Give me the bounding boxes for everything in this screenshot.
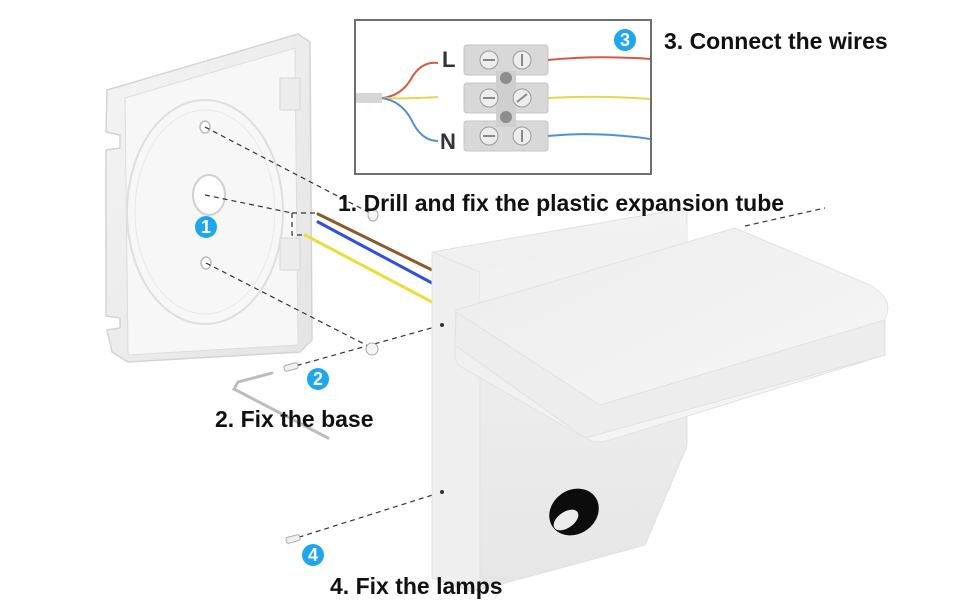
allen-key (231, 371, 330, 440)
wiring-inset: L N 3 (354, 19, 652, 175)
step-2-label: 2. Fix the base (215, 406, 374, 432)
step-1-label: 1. Drill and fix the plastic expansion t… (338, 190, 785, 216)
step-1-badge: 1 (195, 216, 217, 238)
live-terminal-label: L (442, 47, 456, 72)
step-2-badge: 2 (307, 368, 329, 390)
step-3-label: 3. Connect the wires (664, 28, 888, 54)
step-4-label: 4. Fix the lamps (330, 573, 503, 599)
cables (303, 212, 434, 304)
neutral-terminal-label: N (440, 129, 456, 154)
screws (283, 208, 379, 544)
step-4-badge: 4 (302, 544, 324, 566)
guide-lines (204, 126, 826, 541)
mounting-base-plate (105, 33, 313, 363)
step-3-badge: 3 (614, 29, 636, 51)
wiring-diagram (356, 44, 650, 152)
terminal-block (463, 44, 549, 152)
wall-lamp (431, 207, 889, 593)
